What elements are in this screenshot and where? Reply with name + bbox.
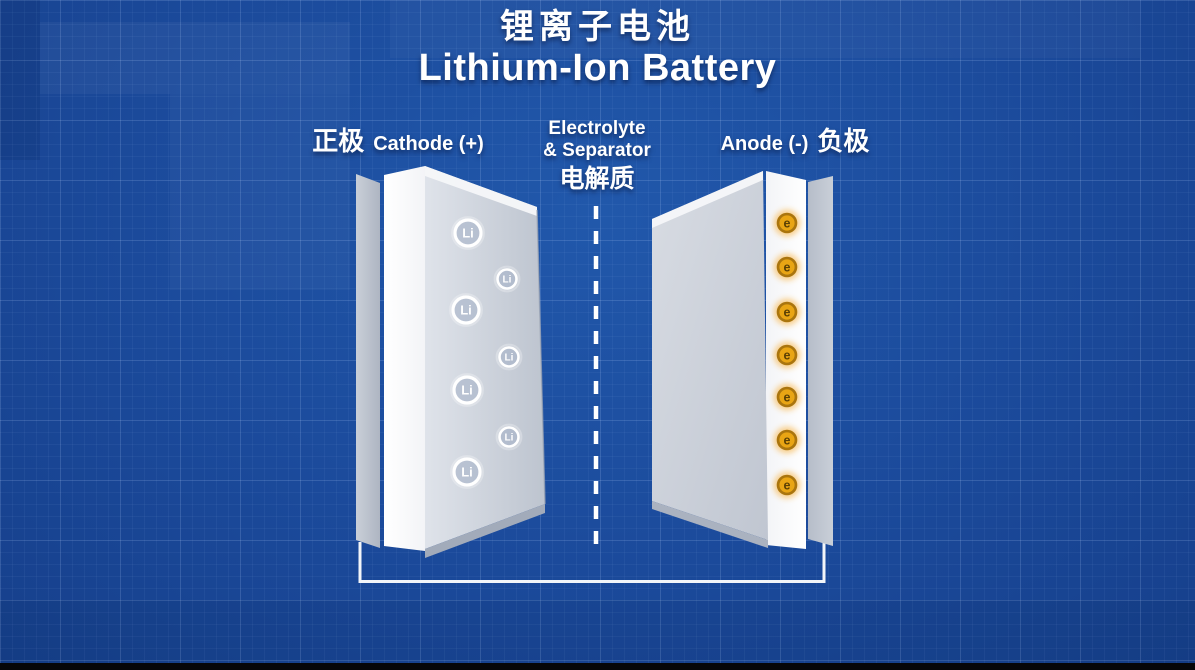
lithium-ion-symbol: Li xyxy=(503,275,512,286)
lithium-ion-halo xyxy=(493,265,521,293)
electron: e xyxy=(773,383,801,411)
anode-electrode xyxy=(652,171,833,549)
electron-core xyxy=(779,215,795,231)
lithium-ion-symbol: Li xyxy=(462,226,474,241)
lithium-ion-symbol: Li xyxy=(505,433,514,444)
cathode-label-zh: 正极 xyxy=(312,126,365,156)
electrolyte-label-zh: 电解质 xyxy=(559,165,635,193)
cathode-label: 正极 Cathode (+) xyxy=(278,126,518,157)
electron-symbol: e xyxy=(784,216,791,230)
anode-tab xyxy=(808,176,833,546)
cathode-slab xyxy=(425,166,545,549)
electron-symbol: e xyxy=(784,390,791,404)
lithium-ion-circle xyxy=(451,295,481,325)
cathode-slab-edge xyxy=(536,209,546,505)
lithium-ion-halo xyxy=(495,343,523,371)
electron-symbol: e xyxy=(784,478,791,492)
lithium-ion-symbol: Li xyxy=(461,465,473,480)
circuit-wire xyxy=(358,542,826,583)
anode-label-zh: 负极 xyxy=(817,126,870,156)
electron: e xyxy=(773,471,801,499)
lithium-ion-circle xyxy=(496,268,518,290)
lithium-ion-circle xyxy=(498,426,520,448)
lithium-ion-symbol: Li xyxy=(461,383,473,398)
electron-core xyxy=(779,477,795,493)
lithium-ion-circle xyxy=(452,375,482,405)
electron-symbol: e xyxy=(784,348,791,362)
lithium-ion-circle xyxy=(498,346,520,368)
cathode-tab xyxy=(356,174,380,548)
electrolyte-label-line2: & Separator xyxy=(543,140,651,161)
lithium-ion: Li xyxy=(495,423,523,451)
lithium-ion-circle xyxy=(452,457,482,487)
electron: e xyxy=(773,298,801,326)
electrolyte-separator-label: Electrolyte & Separator 电解质 xyxy=(507,118,687,193)
electron: e xyxy=(773,341,801,369)
letterbox-bar xyxy=(0,663,1195,670)
electron-symbol: e xyxy=(784,305,791,319)
title-english: Lithium-Ion Battery xyxy=(418,47,777,89)
electron-symbol: e xyxy=(784,260,791,274)
title-chinese: 锂离子电池 xyxy=(500,8,695,46)
electron: e xyxy=(773,209,801,237)
lithium-ion-halo xyxy=(450,373,484,407)
electrolyte-label-line1: Electrolyte xyxy=(548,118,646,139)
lithium-ion: Li xyxy=(449,293,483,327)
electron-core xyxy=(779,432,795,448)
electron-core xyxy=(779,259,795,275)
lithium-ion: Li xyxy=(450,373,484,407)
cathode-current-collector xyxy=(384,166,425,551)
electron-core xyxy=(779,347,795,363)
lithium-ion: Li xyxy=(493,265,521,293)
anode-slab xyxy=(652,171,768,540)
lithium-ion-halo xyxy=(495,423,523,451)
lithium-ion-symbol: Li xyxy=(505,353,514,364)
anode-slab-top-bevel xyxy=(652,171,763,228)
cathode-label-en: Cathode (+) xyxy=(373,133,484,155)
lithium-ion: Li xyxy=(495,343,523,371)
cathode-electrode xyxy=(356,166,546,558)
electron-symbol: e xyxy=(784,433,791,447)
electron-core xyxy=(779,389,795,405)
cathode-slab-bottom-bevel xyxy=(425,504,545,558)
electron-core xyxy=(779,304,795,320)
lithium-ion-halo xyxy=(450,455,484,489)
lithium-ion-circle xyxy=(453,218,483,248)
lithium-ion: Li xyxy=(451,216,485,250)
electron: e xyxy=(773,253,801,281)
lithium-ion-halo xyxy=(449,293,483,327)
electron-layer: e e e e e e e xyxy=(773,209,801,499)
cathode-slab-top-bevel xyxy=(425,166,537,216)
anode-slab-bottom-bevel xyxy=(652,501,768,548)
lithium-ion: Li xyxy=(450,455,484,489)
lithium-ion-symbol: Li xyxy=(460,303,472,318)
anode-label: Anode (-) 负极 xyxy=(675,126,915,157)
lithium-ion-halo xyxy=(451,216,485,250)
anode-label-en: Anode (-) xyxy=(720,133,809,155)
electron: e xyxy=(773,426,801,454)
